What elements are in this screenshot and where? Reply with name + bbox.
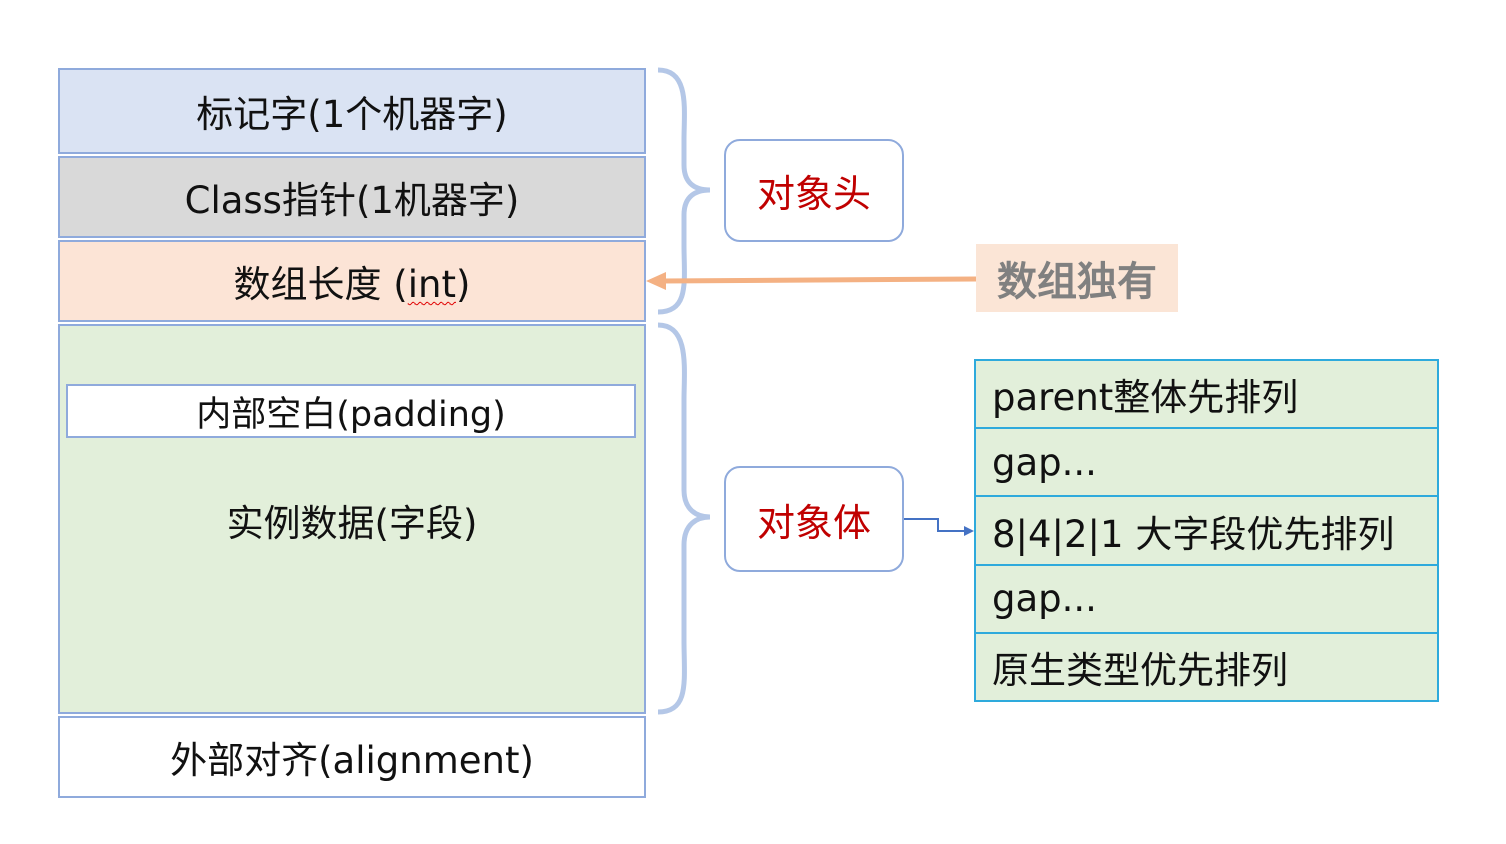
array-only-arrow-line <box>661 276 977 284</box>
body-connector <box>904 518 974 536</box>
array-length-prefix: 数组长度 ( <box>233 263 408 306</box>
padding-label: 内部空白(padding) <box>196 394 506 435</box>
instance-data-label: 实例数据(字段) <box>226 502 478 545</box>
array-length-suffix: ) <box>456 263 471 306</box>
object-header-text: 对象头 <box>756 172 871 216</box>
array-length-type: int <box>407 263 456 306</box>
array-only-arrow-head <box>646 272 666 290</box>
array-only-text: 数组独有 <box>997 259 1157 305</box>
padding-box: 内部空白(padding) <box>66 384 636 438</box>
alignment-label: 外部对齐(alignment) <box>170 739 534 782</box>
header-brace <box>657 67 711 315</box>
field-order-row: gap... <box>976 429 1437 498</box>
array-length-block: 数组长度 (int) <box>58 240 646 322</box>
field-order-row: 8|4|2|1 大字段优先排列 <box>976 497 1437 566</box>
field-order-row: 原生类型优先排列 <box>992 648 1288 692</box>
field-order-row: parent整体先排列 <box>976 361 1437 430</box>
array-length-label: 数组长度 (int) <box>234 254 471 308</box>
alignment-block: 外部对齐(alignment) <box>58 716 646 798</box>
field-order-list: parent整体先排列 gap... 8|4|2|1 大字段优先排列 gap..… <box>974 359 1439 702</box>
object-body-label: 对象体 <box>724 466 904 572</box>
object-header-label: 对象头 <box>724 139 904 242</box>
array-only-label: 数组独有 <box>976 244 1178 312</box>
mark-word-label: 标记字(1个机器字) <box>196 93 508 136</box>
class-pointer-block: Class指针(1机器字) <box>58 156 646 238</box>
field-order-row: gap... <box>976 566 1437 634</box>
body-brace <box>657 322 711 715</box>
class-pointer-label: Class指针(1机器字) <box>184 179 520 222</box>
object-body-text: 对象体 <box>756 500 871 545</box>
mark-word-block: 标记字(1个机器字) <box>58 68 646 154</box>
